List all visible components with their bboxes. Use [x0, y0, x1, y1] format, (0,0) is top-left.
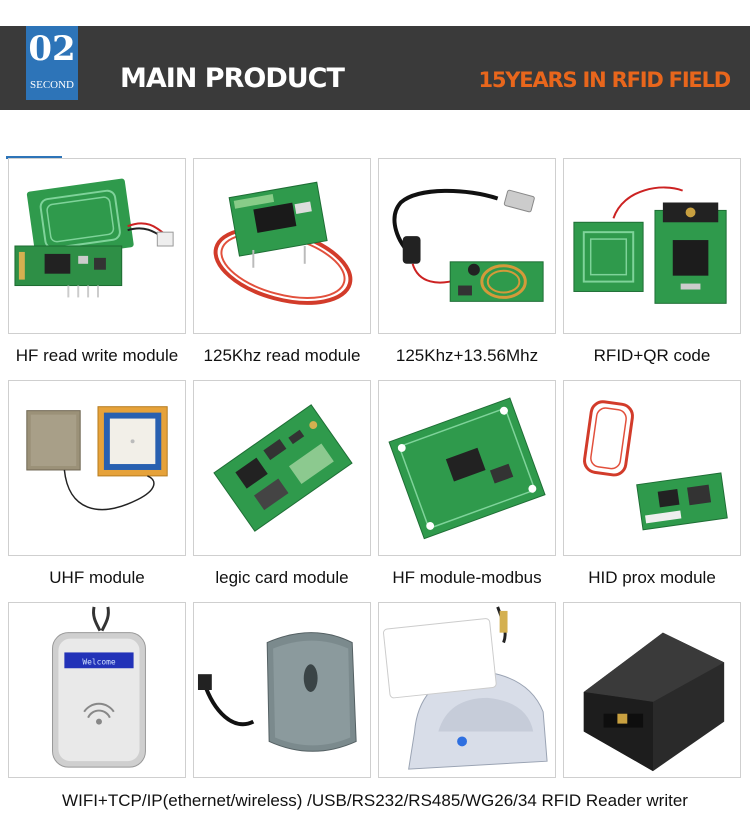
product-image-black-reader[interactable] — [563, 602, 741, 778]
legic-module-icon — [213, 404, 353, 532]
badge-number: 02 — [28, 29, 76, 69]
product-caption: HF read write module — [15, 346, 179, 365]
product-image-uhf-module[interactable] — [8, 380, 186, 556]
desktop-reader-icon — [383, 606, 548, 770]
hf-module-icon — [14, 178, 174, 298]
product-caption: 125Khz+13.56Mhz — [395, 346, 539, 365]
badge-label: SECOND — [29, 79, 74, 91]
uhf-module-icon — [26, 406, 168, 511]
hid-module-icon — [583, 400, 728, 531]
dual-module-icon — [392, 188, 544, 302]
product-caption: RFID+QR code — [593, 346, 711, 365]
product-image-hf-module[interactable] — [8, 158, 186, 334]
header-band: 02 SECOND MAIN PRODUCT 15YEARS IN RFID F… — [0, 26, 750, 129]
qr-module-icon — [573, 186, 727, 304]
lcd-reader-icon: Welcome — [52, 606, 146, 768]
product-image-legic-module[interactable] — [193, 380, 371, 556]
product-image-dual-module[interactable] — [378, 158, 556, 334]
product-caption: 125Khz read module — [203, 346, 361, 365]
company-name: Shenzhen Suoma Tech Co., Ltd — [32, 110, 247, 129]
section-badge: 02 SECOND — [26, 26, 78, 100]
product-image-wall-reader[interactable] — [193, 602, 371, 778]
page-title: MAIN PRODUCT — [120, 63, 345, 94]
bottom-caption: WIFI+TCP/IP(ethernet/wireless) /USB/RS23… — [62, 791, 688, 810]
product-image-lf-module[interactable] — [193, 158, 371, 334]
product-image-desktop-reader[interactable] — [378, 602, 556, 778]
modbus-module-icon — [388, 397, 546, 540]
black-reader-icon — [583, 632, 725, 772]
product-caption: UHF module — [49, 568, 145, 587]
tagline: 15YEARS IN RFID FIELD — [478, 68, 731, 92]
lf-module-icon — [213, 181, 353, 305]
product-caption: HF module-modbus — [392, 568, 542, 587]
wall-reader-icon — [197, 632, 357, 752]
grid-accent-line — [6, 156, 62, 159]
product-image-hid-module[interactable] — [563, 380, 741, 556]
lcd-text: Welcome — [82, 657, 116, 666]
product-image-modbus-module[interactable] — [378, 380, 556, 556]
product-image-qr-module[interactable] — [563, 158, 741, 334]
product-image-lcd-reader[interactable]: Welcome — [8, 602, 186, 778]
product-caption: legic card module — [215, 568, 349, 587]
product-caption: HID prox module — [588, 568, 716, 587]
